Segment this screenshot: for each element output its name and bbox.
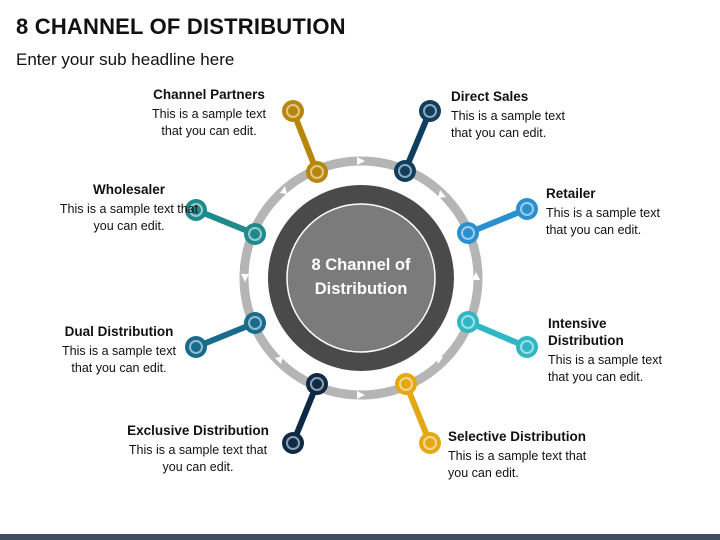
ring-arrow bbox=[357, 391, 365, 399]
item-selective-distribution: Selective Distribution This is a sample … bbox=[448, 428, 598, 482]
ring-arrow bbox=[241, 274, 249, 282]
outer-node-ring bbox=[286, 104, 300, 118]
item-text: This is a sample text that you can edit. bbox=[546, 206, 660, 237]
item-text: This is a sample text that you can edit. bbox=[448, 449, 587, 480]
center-inner-disc bbox=[286, 203, 436, 353]
inner-node-ring bbox=[461, 315, 475, 329]
item-heading: Direct Sales bbox=[451, 89, 529, 104]
item-text: This is a sample text that you can edit. bbox=[548, 353, 662, 384]
item-wholesaler: Wholesaler This is a sample text that yo… bbox=[54, 181, 204, 235]
item-text: This is a sample text that you can edit. bbox=[128, 443, 268, 474]
item-intensive-distribution: Intensive Distribution This is a sample … bbox=[548, 315, 673, 386]
item-heading: Exclusive Distribution bbox=[127, 423, 269, 438]
item-text: This is a sample text that you can edit. bbox=[152, 107, 266, 138]
ring-arrow bbox=[357, 157, 365, 165]
outer-node-ring bbox=[286, 436, 300, 450]
inner-node-ring bbox=[248, 316, 262, 330]
inner-node-ring bbox=[310, 377, 324, 391]
item-heading: Channel Partners bbox=[153, 87, 265, 102]
ring-arrows bbox=[241, 157, 480, 399]
bottom-bar bbox=[0, 534, 720, 540]
inner-node-ring bbox=[461, 226, 475, 240]
outer-node-ring bbox=[189, 340, 203, 354]
item-heading: Retailer bbox=[546, 186, 596, 201]
inner-node-ring bbox=[248, 227, 262, 241]
outer-node-ring bbox=[520, 340, 534, 354]
inner-node-ring bbox=[399, 377, 413, 391]
item-heading: Dual Distribution bbox=[64, 324, 174, 339]
connectors bbox=[185, 100, 538, 454]
slide-subtitle: Enter your sub headline here bbox=[16, 50, 235, 69]
slide-title: 8 CHANNEL OF DISTRIBUTION bbox=[16, 14, 346, 39]
item-heading: Wholesaler bbox=[92, 182, 166, 197]
item-text: This is a sample text that you can edit. bbox=[62, 344, 176, 375]
item-text: This is a sample text that you can edit. bbox=[451, 109, 565, 140]
outer-node-ring bbox=[423, 436, 437, 450]
item-direct-sales: Direct Sales This is a sample text that … bbox=[451, 88, 576, 142]
ring-arrow bbox=[275, 356, 283, 364]
item-retailer: Retailer This is a sample text that you … bbox=[546, 185, 671, 239]
inner-node-ring bbox=[398, 164, 412, 178]
item-heading: Intensive Distribution bbox=[548, 316, 624, 348]
outer-node-ring bbox=[520, 202, 534, 216]
ring-arrow bbox=[436, 356, 443, 364]
outer-node-ring bbox=[423, 104, 437, 118]
item-heading: Selective Distribution bbox=[448, 429, 587, 444]
center-label: 8 Channel of Distribution bbox=[311, 256, 411, 298]
item-channel-partners: Channel Partners This is a sample text t… bbox=[140, 86, 278, 140]
item-exclusive-distribution: Exclusive Distribution This is a sample … bbox=[118, 422, 278, 476]
outer-node-ring bbox=[189, 203, 203, 217]
ring-arrow bbox=[472, 272, 480, 280]
inner-node-ring bbox=[310, 165, 324, 179]
item-text: This is a sample text that you can edit. bbox=[59, 202, 199, 233]
ring-arrow bbox=[280, 186, 287, 194]
ring-arrow bbox=[438, 190, 446, 198]
item-dual-distribution: Dual Distribution This is a sample text … bbox=[54, 323, 184, 377]
